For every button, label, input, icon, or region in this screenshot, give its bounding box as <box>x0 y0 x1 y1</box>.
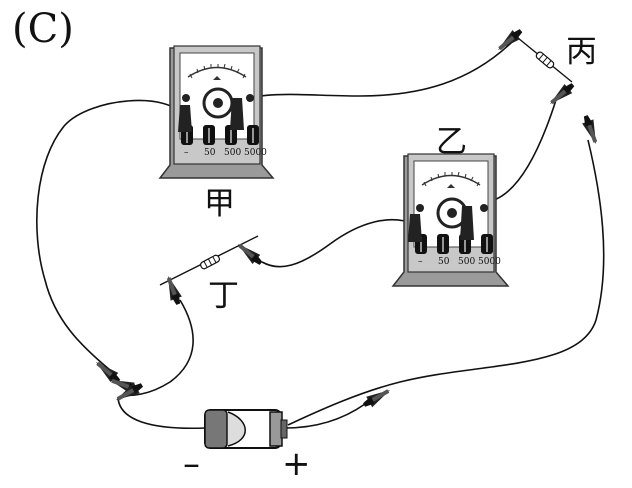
meter-a-range-label: 500 <box>224 148 242 158</box>
panel-label: (C) <box>12 6 74 52</box>
wire-battery-right-lead <box>284 403 366 429</box>
wire-battery-left-lead <box>117 397 206 430</box>
wire-resistor-mid-to-battery <box>121 299 194 397</box>
meter-a-range-label: 5000 <box>244 148 267 158</box>
meter-a-range-label: 50 <box>204 148 216 158</box>
meter-b-range-label: 500 <box>458 257 476 267</box>
meter-b-range-label: 5000 <box>478 257 501 267</box>
meter-a-probes <box>178 98 244 132</box>
meter-b-probes <box>408 206 474 242</box>
meter-a-range-label: – <box>184 148 189 158</box>
meter-b-label: 乙 <box>436 124 467 160</box>
resistor-mid-label: 丁 <box>208 278 239 314</box>
resistor-mid <box>159 235 265 307</box>
wire-meter-b-to-resistor-mid <box>261 218 415 268</box>
meter-b-range-label: – <box>418 257 423 267</box>
wire-meter-a-to-resistor-top <box>237 41 513 109</box>
wire-right-side-to-battery <box>287 139 605 426</box>
battery-clips <box>92 357 393 411</box>
battery-negative-label: – <box>183 444 200 484</box>
resistor-top <box>494 26 602 147</box>
meter-b <box>391 153 510 287</box>
wire-meter-a-to-battery <box>36 99 186 371</box>
battery-positive-label: + <box>282 444 311 484</box>
wires <box>36 41 605 430</box>
meter-a-label: 甲 <box>204 186 235 222</box>
meter-b-range-label: 50 <box>438 257 450 267</box>
meter-a <box>158 45 275 179</box>
battery <box>204 409 288 449</box>
resistor-top-label: 丙 <box>566 34 597 70</box>
